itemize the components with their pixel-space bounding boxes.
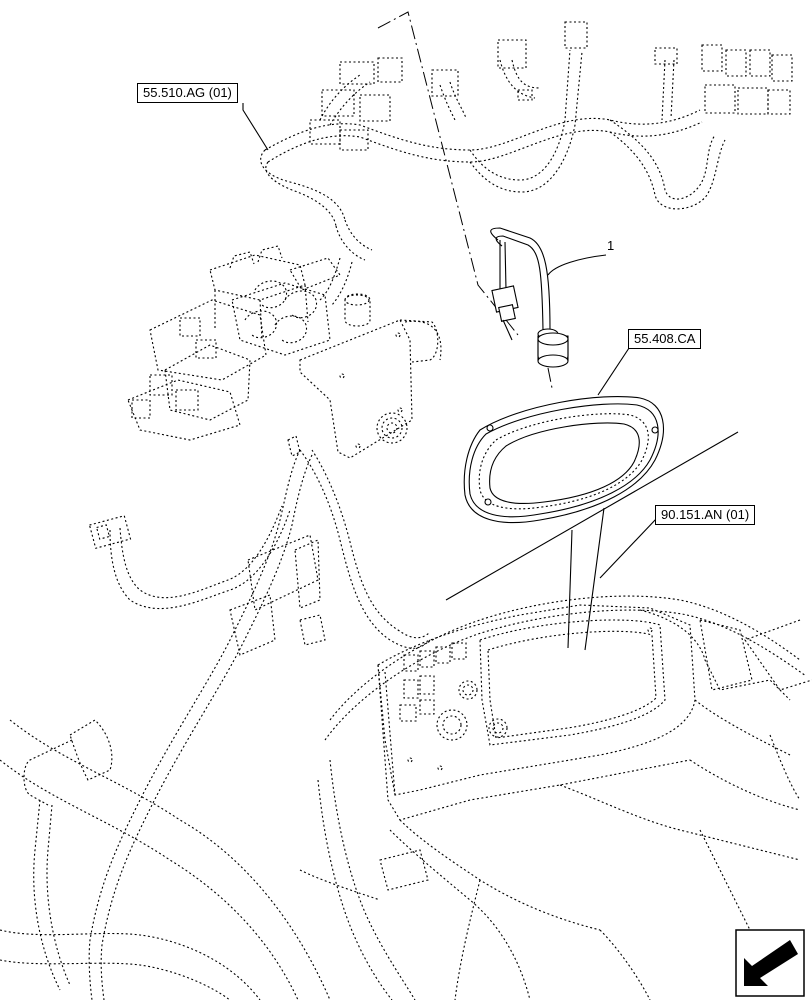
- upper-wiring-harness: [260, 49, 726, 261]
- arrow-lines: [567, 507, 605, 651]
- lower-left-plug: [0, 719, 331, 1000]
- leader-item-1: [547, 254, 607, 276]
- dashboard-cab-structure: [299, 595, 812, 1000]
- arrow-down-left-icon[interactable]: [735, 929, 805, 997]
- main-wiring-loom: [88, 257, 442, 1000]
- relay-fuse-module: [127, 245, 341, 441]
- item-number-1[interactable]: 1: [607, 238, 615, 253]
- leader-55-510: [242, 103, 269, 151]
- mounting-bracket: [299, 293, 439, 459]
- top-connector-blocks: [309, 21, 793, 151]
- centerline-upper: [377, 11, 519, 336]
- sensor-assembly-item-1: [490, 227, 569, 368]
- leader-55-408: [597, 341, 634, 396]
- instrument-bezel-gasket: [463, 396, 664, 524]
- centerline-grommet: [547, 367, 553, 389]
- reference-55-510-ag[interactable]: 55.510.AG (01): [137, 83, 238, 103]
- reference-55-408-ca[interactable]: 55.408.CA: [628, 329, 702, 349]
- leader-90-151: [599, 517, 658, 579]
- section-line: [445, 431, 739, 601]
- reference-90-151-an[interactable]: 90.151.AN (01): [655, 505, 756, 525]
